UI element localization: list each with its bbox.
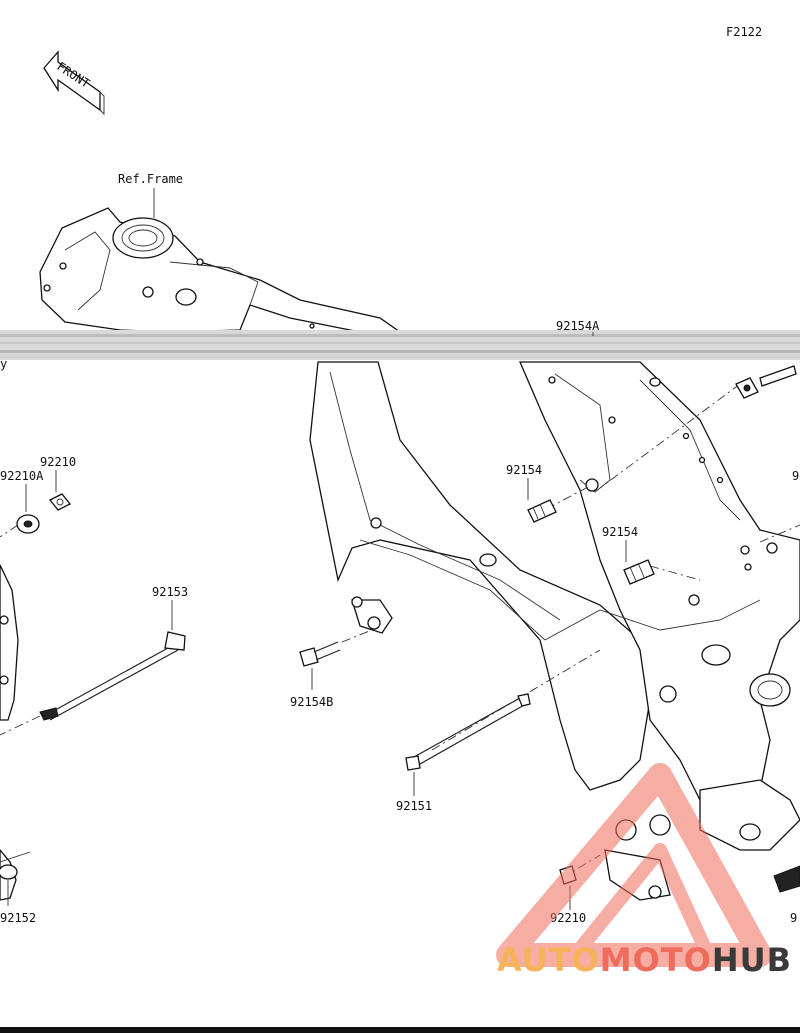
bolt-92153	[39, 631, 186, 721]
bolt-right-top-partial	[759, 524, 800, 543]
label-92151: 92151	[396, 799, 432, 813]
watermark-moto: MOTO	[599, 941, 712, 979]
watermark-hub: HUB	[711, 941, 792, 979]
watermark-auto: AUTO	[496, 941, 600, 979]
right-frame	[519, 361, 800, 901]
collar-92152	[0, 864, 18, 880]
label-edge-top-right: 9	[792, 469, 799, 483]
label-92153: 92153	[152, 585, 188, 599]
diagram-code: F2122	[726, 25, 762, 39]
nut-92210	[48, 493, 72, 511]
bolt-92151	[405, 693, 531, 771]
collar-92154-a	[527, 499, 557, 523]
left-frame-partial	[0, 564, 31, 901]
scan-noise-band	[0, 330, 800, 360]
front-arrow-icon: FRONT	[43, 50, 105, 116]
collar-92154A	[735, 365, 797, 399]
watermark-triangle-icon	[496, 763, 772, 967]
bolt-right-bottom	[773, 865, 800, 893]
bottom-border	[0, 1027, 800, 1033]
label-92154-lower: 92154	[602, 525, 638, 539]
watermark-logo: AUTOMOTOHUB	[462, 941, 792, 981]
label-92210: 92210	[40, 455, 76, 469]
label-92210A: 92210A	[0, 469, 44, 483]
label-92210-bottom: 92210	[550, 911, 586, 925]
label-92154-upper: 92154	[506, 463, 542, 477]
main-frame	[309, 361, 651, 791]
ref-frame-label: Ref.Frame	[118, 172, 183, 186]
label-92154B: 92154B	[290, 695, 333, 709]
left-edge-label: y	[0, 357, 7, 371]
collar-92154-b	[623, 559, 655, 585]
label-92152: 92152	[0, 911, 36, 925]
frame-head	[39, 207, 403, 333]
bolt-92154B	[299, 641, 341, 667]
label-edge-bottom-right: 9	[790, 911, 797, 925]
collar-92210A	[16, 514, 40, 534]
label-92154A: 92154A	[556, 319, 600, 333]
